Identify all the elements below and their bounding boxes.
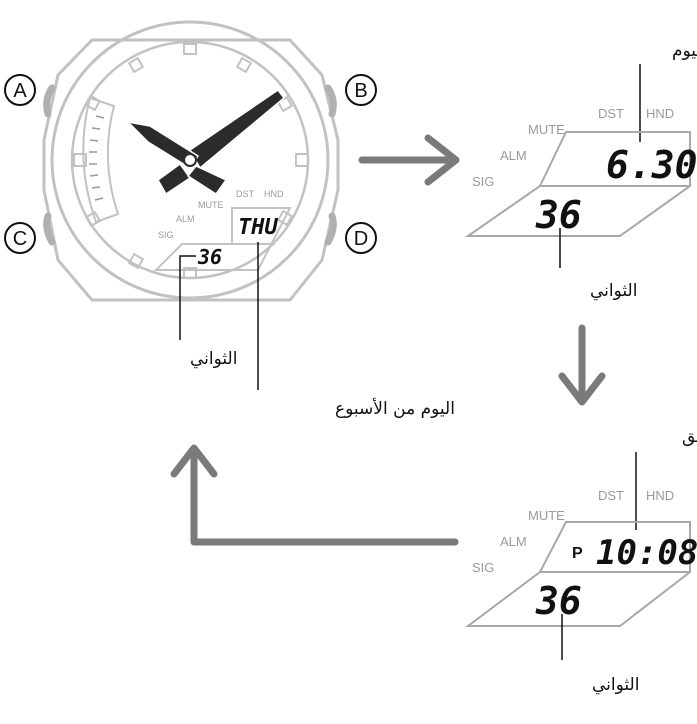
watch-day-of-week-label: اليوم من الأسبوع xyxy=(335,398,455,419)
button-d-letter: D xyxy=(354,228,368,250)
date-panel-indicator-dst: DST xyxy=(598,106,624,121)
hour-hand-tail xyxy=(157,162,192,196)
button-a-stud xyxy=(43,84,56,118)
date-panel-indicator-sig: SIG xyxy=(472,174,494,189)
watch-bezel xyxy=(50,20,330,300)
arrow-to-date-panel xyxy=(358,134,460,186)
time-panel-seconds-display: 36 xyxy=(535,579,582,623)
time-panel-indicator-hnd: HND xyxy=(646,488,674,503)
date-panel-seconds-display: 36 xyxy=(535,193,582,237)
watch-seconds-display: 36 xyxy=(197,245,222,269)
button-d[interactable]: D xyxy=(345,222,377,254)
watch-indicator-hnd: HND xyxy=(264,189,284,199)
arrow-back-to-watch xyxy=(170,444,459,546)
date-panel-indicator-alm: ALM xyxy=(500,148,527,163)
date-panel-title: الشهر واليوم xyxy=(672,41,697,61)
date-panel-seconds-label: الثواني xyxy=(590,281,637,301)
minute-hand xyxy=(189,88,286,170)
time-panel: الساعات، الدقائق DST HND MUTE ALM SIG P … xyxy=(465,427,697,695)
button-b-stud xyxy=(324,84,337,118)
time-panel-indicator-mute: MUTE xyxy=(528,508,565,523)
button-d-stud xyxy=(324,212,337,246)
button-a-letter: A xyxy=(13,80,27,102)
watch-indicator-dst: DST xyxy=(236,189,255,199)
arrow-to-time-panel xyxy=(558,324,606,406)
time-panel-indicator-alm: ALM xyxy=(500,534,527,549)
time-panel-indicator-sig: SIG xyxy=(472,560,494,575)
watch-illustration: DST HND MUTE ALM SIG THU 36 xyxy=(42,20,340,390)
watch-indicator-sig: SIG xyxy=(158,230,174,240)
watch-day-of-week-display: THU xyxy=(238,215,278,240)
date-panel-month-day-display: 6.30 xyxy=(606,143,697,187)
watch-seconds-callout-line xyxy=(179,255,196,340)
date-panel-indicator-mute: MUTE xyxy=(528,122,565,137)
button-c-stud xyxy=(43,212,56,246)
button-a[interactable]: A xyxy=(4,74,36,106)
button-b-letter: B xyxy=(354,80,367,102)
arc-gauge xyxy=(82,96,120,224)
minute-hand-tail xyxy=(186,165,228,196)
button-c-letter: C xyxy=(13,228,27,250)
flow-arrows xyxy=(170,134,606,546)
time-panel-title: الساعات، الدقائق xyxy=(682,427,697,447)
time-panel-seconds-label: الثواني xyxy=(592,675,639,695)
watch-case xyxy=(42,38,340,302)
time-panel-pm-marker: P xyxy=(572,545,583,562)
time-panel-hours-minutes-display: 10:08 xyxy=(596,533,697,573)
time-panel-indicator-dst: DST xyxy=(598,488,624,503)
watch-seconds-label: الثواني xyxy=(190,349,237,369)
date-panel-indicator-hnd: HND xyxy=(646,106,674,121)
watch-indicator-mute: MUTE xyxy=(198,200,224,210)
button-c[interactable]: C xyxy=(4,222,36,254)
watch-hands xyxy=(125,88,286,196)
watch-indicator-alm: ALM xyxy=(176,214,195,224)
date-panel: الشهر واليوم DST HND MUTE ALM SIG 6.30 3… xyxy=(464,41,697,301)
button-b[interactable]: B xyxy=(345,74,377,106)
